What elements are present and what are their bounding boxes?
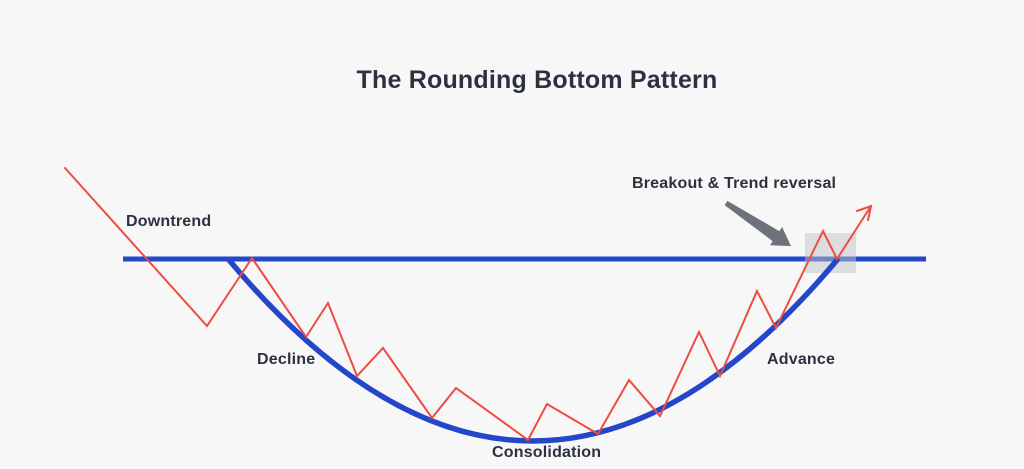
price-arrowhead-icon (856, 204, 873, 221)
label-downtrend: Downtrend (126, 213, 212, 230)
diagram-title: The Rounding Bottom Pattern (356, 66, 718, 94)
label-breakout-trend-reversal: Breakout & Trend reversal (632, 175, 837, 192)
price-zigzag-line (64, 167, 872, 442)
label-advance: Advance (767, 351, 836, 368)
label-consolidation: Consolidation (492, 444, 602, 461)
rounding-bottom-curve (226, 257, 840, 444)
label-decline: Decline (257, 351, 316, 368)
breakout-pointer-arrow-icon (724, 200, 791, 247)
